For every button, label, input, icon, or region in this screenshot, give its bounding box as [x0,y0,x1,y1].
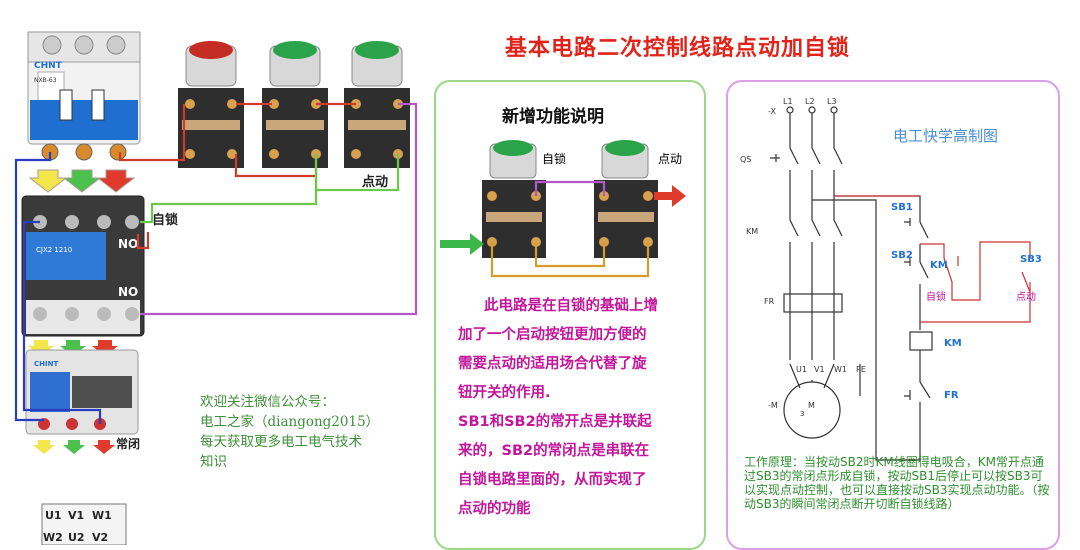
working-principle: 工作原理：当按动SB2时KM线圈得电吸合，KM常开点通过SB3的常闭点形成自锁，… [744,455,1050,511]
contactor-no-bottom: NO [118,285,138,299]
breaker-brand: CHNT [34,61,63,71]
mid-label-jog: 点动 [658,152,683,166]
breaker-model: NXB-63 [34,77,57,84]
schematic-brand: 电工快学高制图 [893,127,999,145]
wires [14,102,418,424]
left-label-selflock: 自锁 [152,212,178,228]
phase-arrows-top [28,169,136,193]
terminal-w2: W2 [43,531,63,544]
function-description: 此电路是在自锁的基础上增 加了一个启动按钮更加方便的 需要点动的适用场合代替了旋… [458,292,698,524]
function-title: 新增功能说明 [502,107,604,127]
desc-line-4: 钮开关的作用. [458,385,551,401]
wechat-line-3: 每天获取更多电工电气技术 [200,434,362,450]
terminal-w1: W1 [92,509,112,522]
thermal-relay: CHINT [25,349,139,435]
relay-label: 常闭 [116,436,140,451]
wechat-notice: 欢迎关注微信公众号： 电工之家（diangong2015） 每天获取更多电工电气… [200,392,379,472]
desc-line-5: SB1和SB2的常开点是并联起 [458,414,652,430]
contactor: CJX2 1210 NO NO [21,195,145,337]
phase-arrows-bottom [33,440,115,454]
desc-line-7: 自锁电路里面的，从而实现了 [458,472,647,488]
push-button-red [178,41,244,168]
terminal-u2: U2 [68,531,85,544]
contactor-model: CJX2 1210 [36,246,72,254]
terminal-v2: V2 [92,531,108,544]
page-title: 基本电路二次控制线路点动加自锁 [505,36,851,61]
desc-line-2: 加了一个启动按钮更加方便的 [458,327,647,343]
desc-line-6: 来的，SB2的常闭点是串联在 [458,443,650,459]
phase-arrows-mid [28,340,118,356]
desc-line-8: 点动的功能 [458,501,531,517]
desc-line-3: 需要点动的适用场合代替了旋 [458,356,647,372]
relay-brand: CHINT [34,360,58,368]
left-label-jog: 点动 [362,174,388,190]
wechat-line-1: 欢迎关注微信公众号： [200,394,335,410]
mid-label-selflock: 自锁 [542,152,567,166]
desc-line-1: 此电路是在自锁的基础上增 [484,298,658,314]
wiring-illustration: CHNT NXB-63 CJX2 1210 NO NO 自锁 CHINT 常闭 [14,31,418,545]
circuit-breaker: CHNT NXB-63 [27,31,141,161]
wechat-line-2: 电工之家（diangong2015） [200,414,380,430]
terminal-u1: U1 [45,509,62,522]
terminal-v1: V1 [68,509,84,522]
motor-terminal-block: U1 V1 W1 W2 U2 V2 [41,503,127,545]
wechat-line-4: 知识 [200,454,227,470]
contactor-no-top: NO [118,237,138,251]
